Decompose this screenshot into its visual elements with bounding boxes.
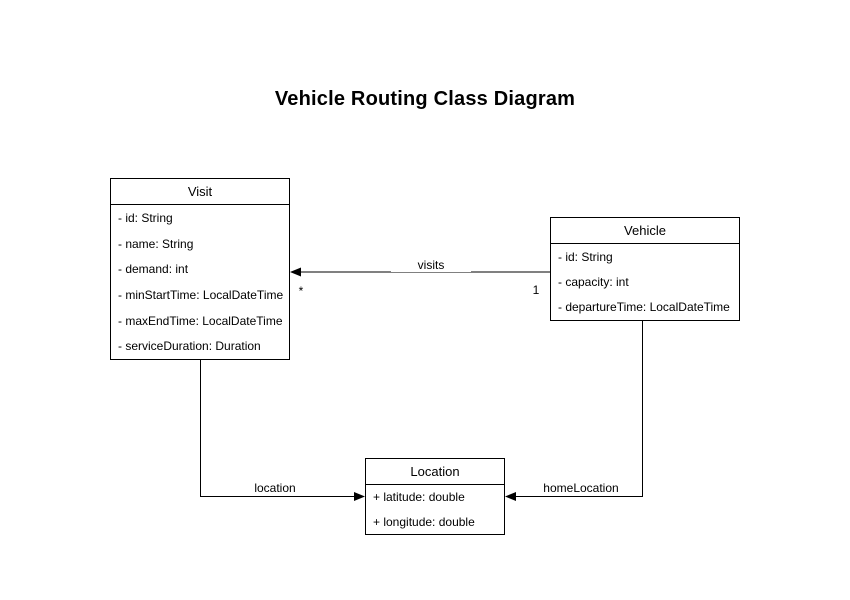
arrowhead-visits [290, 267, 301, 277]
edge-label-visits: visits [391, 258, 471, 272]
attr-visit-serviceduration: - serviceDuration: Duration [118, 339, 261, 354]
edge-label-homelocation: homeLocation [531, 481, 631, 495]
class-attrs-location: + latitude: double + longitude: double [366, 485, 504, 534]
attr-visit-maxendtime: - maxEndTime: LocalDateTime [118, 313, 283, 328]
class-name-vehicle: Vehicle [551, 218, 739, 244]
diagram-title: Vehicle Routing Class Diagram [274, 88, 576, 110]
multiplicity-visits-star: * [298, 284, 304, 298]
attr-visit-demand: - demand: int [118, 262, 189, 277]
attr-vehicle-departuretime: - departureTime: LocalDateTime [558, 300, 730, 315]
attr-vehicle-capacity: - capacity: int [558, 274, 629, 289]
class-box-location[interactable]: Location + latitude: double + longitude:… [365, 458, 505, 535]
edge-homelocation [505, 321, 643, 501]
attr-location-latitude: + latitude: double [373, 490, 465, 505]
arrowhead-location [354, 492, 365, 501]
attr-visit-name: - name: String [118, 236, 194, 251]
attr-visit-id: - id: String [118, 210, 173, 225]
edge-label-location: location [235, 481, 315, 495]
class-name-visit: Visit [111, 179, 289, 205]
attr-visit-minstarttime: - minStartTime: LocalDateTime [118, 287, 284, 302]
arrowhead-homelocation [505, 492, 516, 501]
class-attrs-visit: - id: String - name: String - demand: in… [111, 205, 289, 359]
class-attrs-vehicle: - id: String - capacity: int - departure… [551, 244, 739, 320]
class-box-visit[interactable]: Visit - id: String - name: String - dema… [110, 178, 290, 360]
multiplicity-visits-one: 1 [532, 283, 540, 297]
attr-location-longitude: + longitude: double [373, 514, 475, 529]
edge-location [200, 360, 365, 501]
attr-vehicle-id: - id: String [558, 249, 613, 264]
class-box-vehicle[interactable]: Vehicle - id: String - capacity: int - d… [550, 217, 740, 321]
class-name-location: Location [366, 459, 504, 485]
